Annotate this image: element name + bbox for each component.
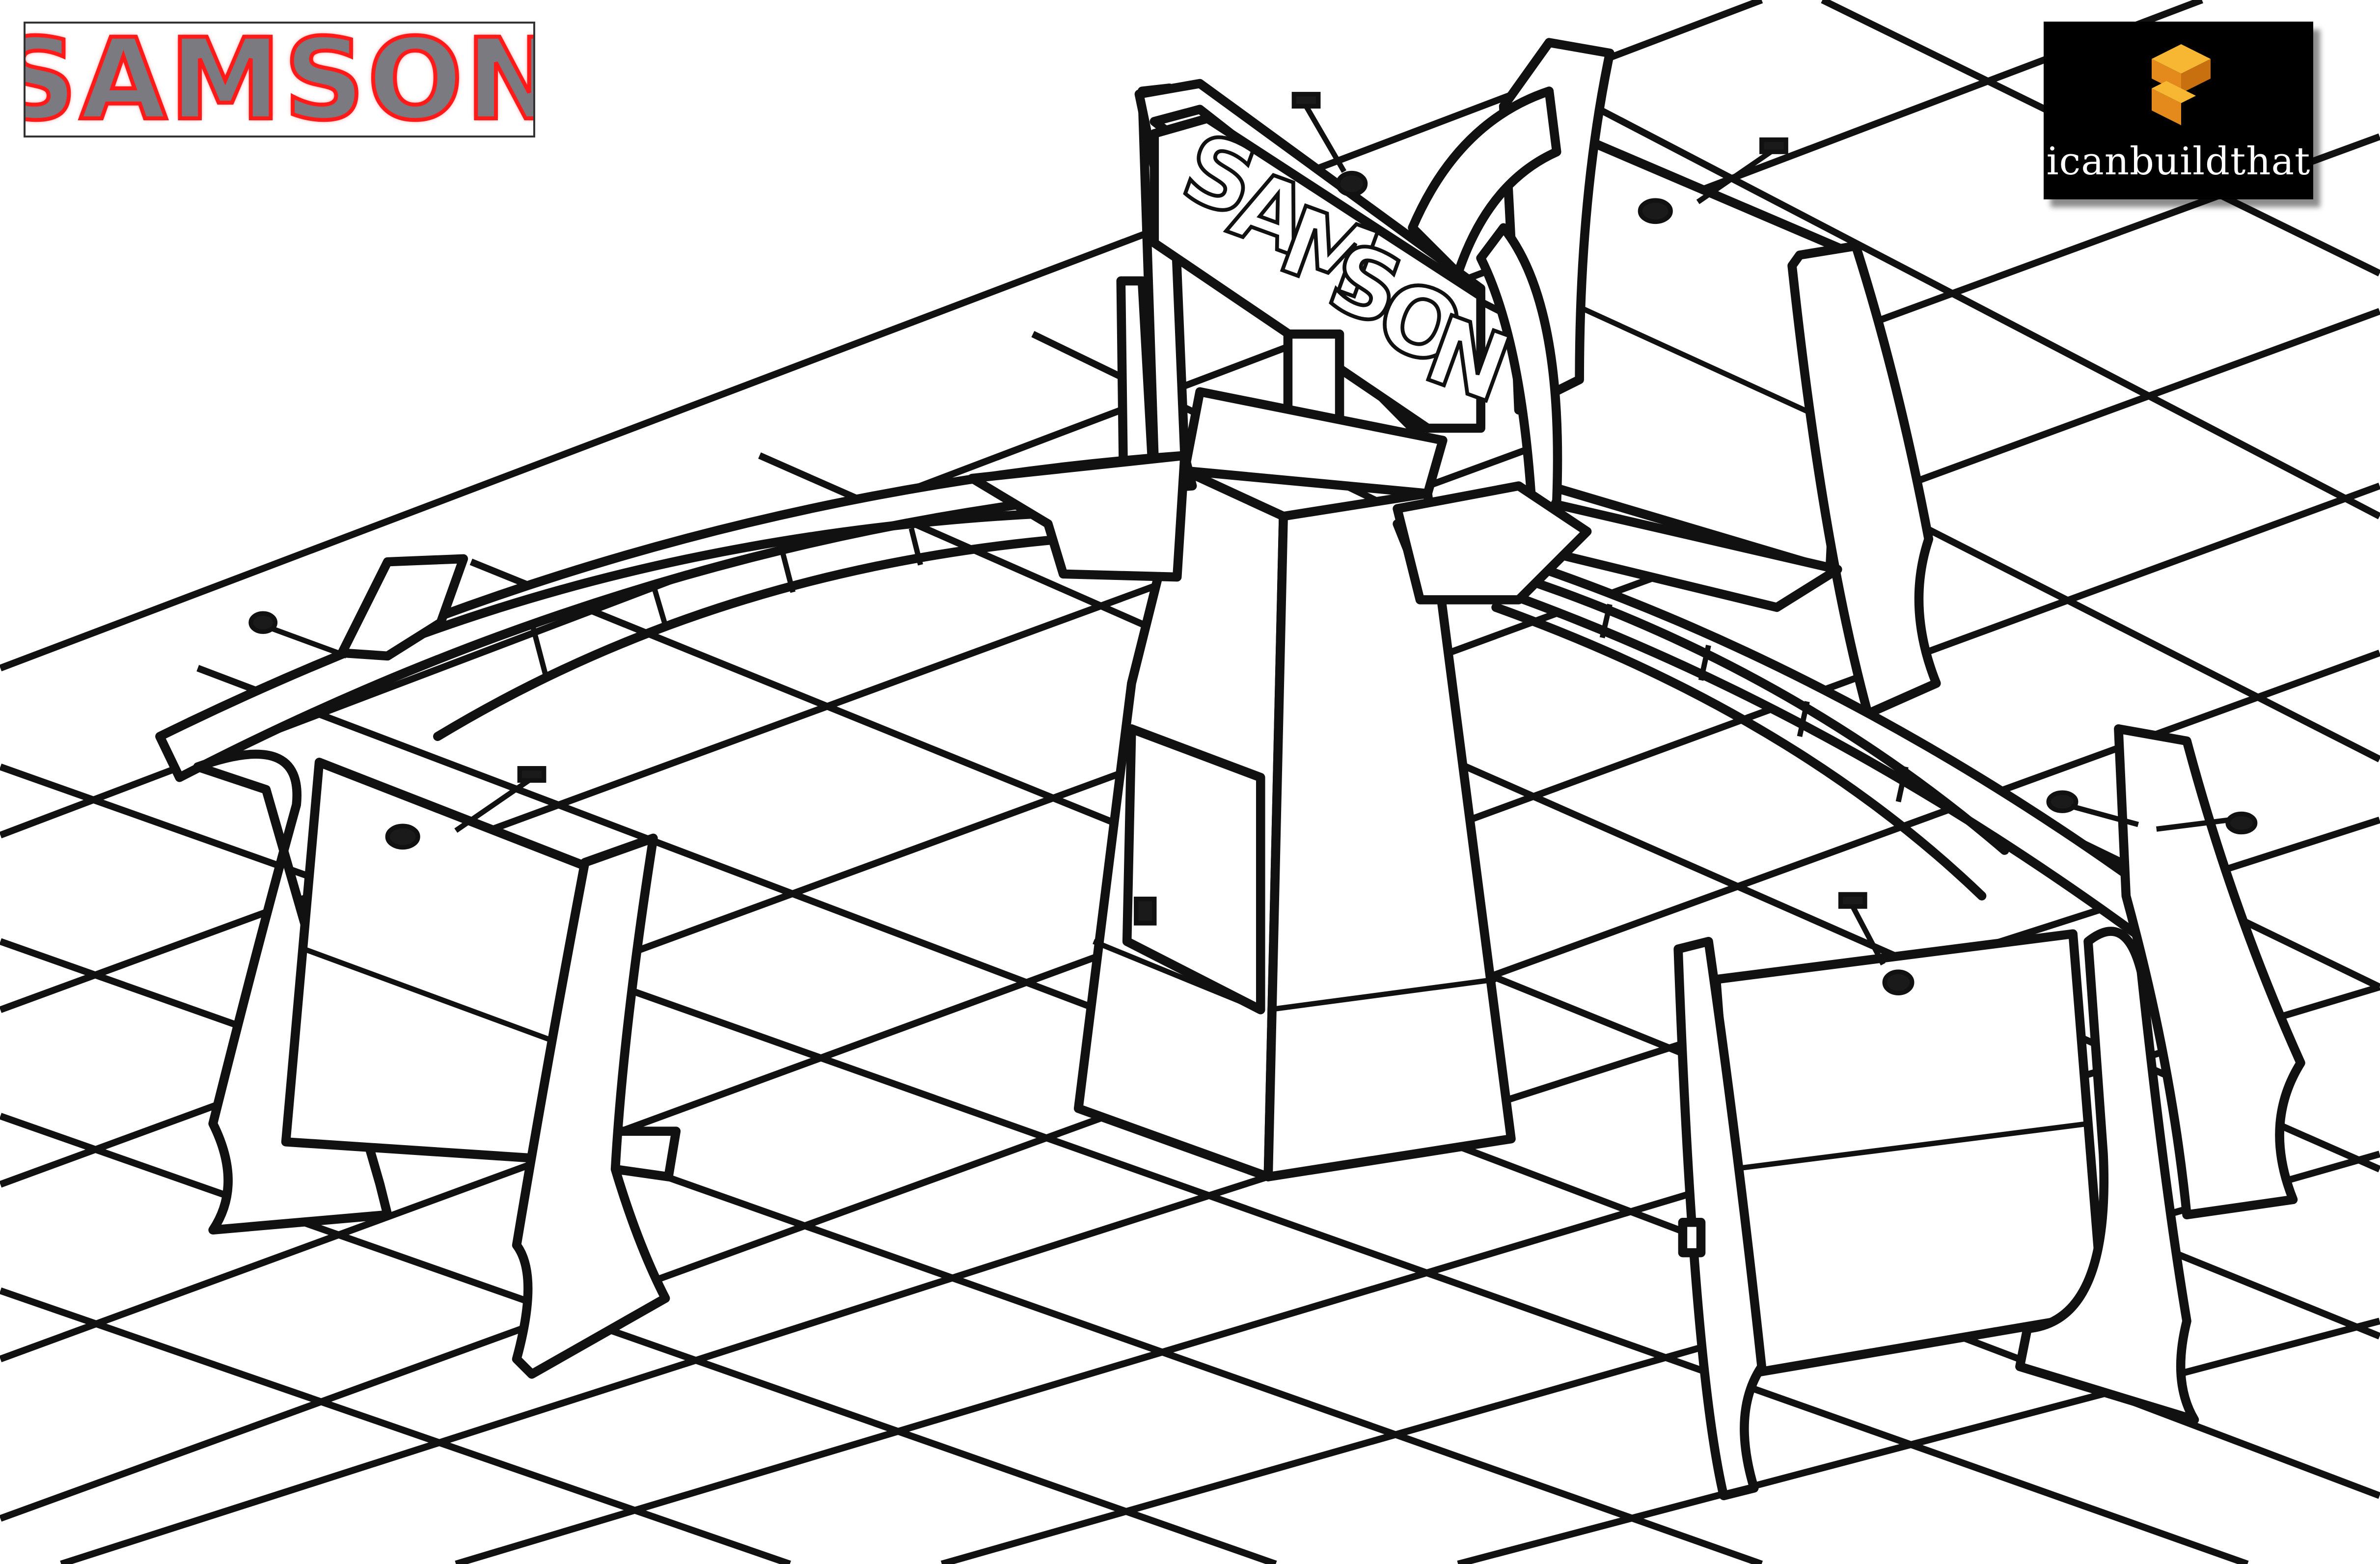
spotlight-lamps [248,92,2258,995]
spotlight-icon [1638,137,1788,224]
icanbuildthat-logo-text: icanbuildthat [2046,139,2311,184]
back-arch [1408,38,1614,551]
centre-column [1073,329,1516,1181]
spotlight-icon [1838,892,1915,995]
icanbuildthat-logo: icanbuildthat [2044,22,2313,199]
spotlight-icon [2046,790,2258,835]
right-arch-beam [1393,481,2305,1220]
spotlight-icon [385,766,547,850]
spotlight-icon [1291,92,1368,197]
cube-logo-icon [2152,44,2211,125]
front-left-panel [193,749,681,1379]
front-right-panel [1673,927,2199,1501]
spotlight-icon [248,611,348,659]
left-arch-beam [155,451,1197,782]
samson-sign: SAMSON [1149,111,1526,433]
samson-logo-text: SAMSON [24,22,535,137]
back-right-panel [1522,129,1941,718]
samson-logo: SAMSON [24,22,535,137]
